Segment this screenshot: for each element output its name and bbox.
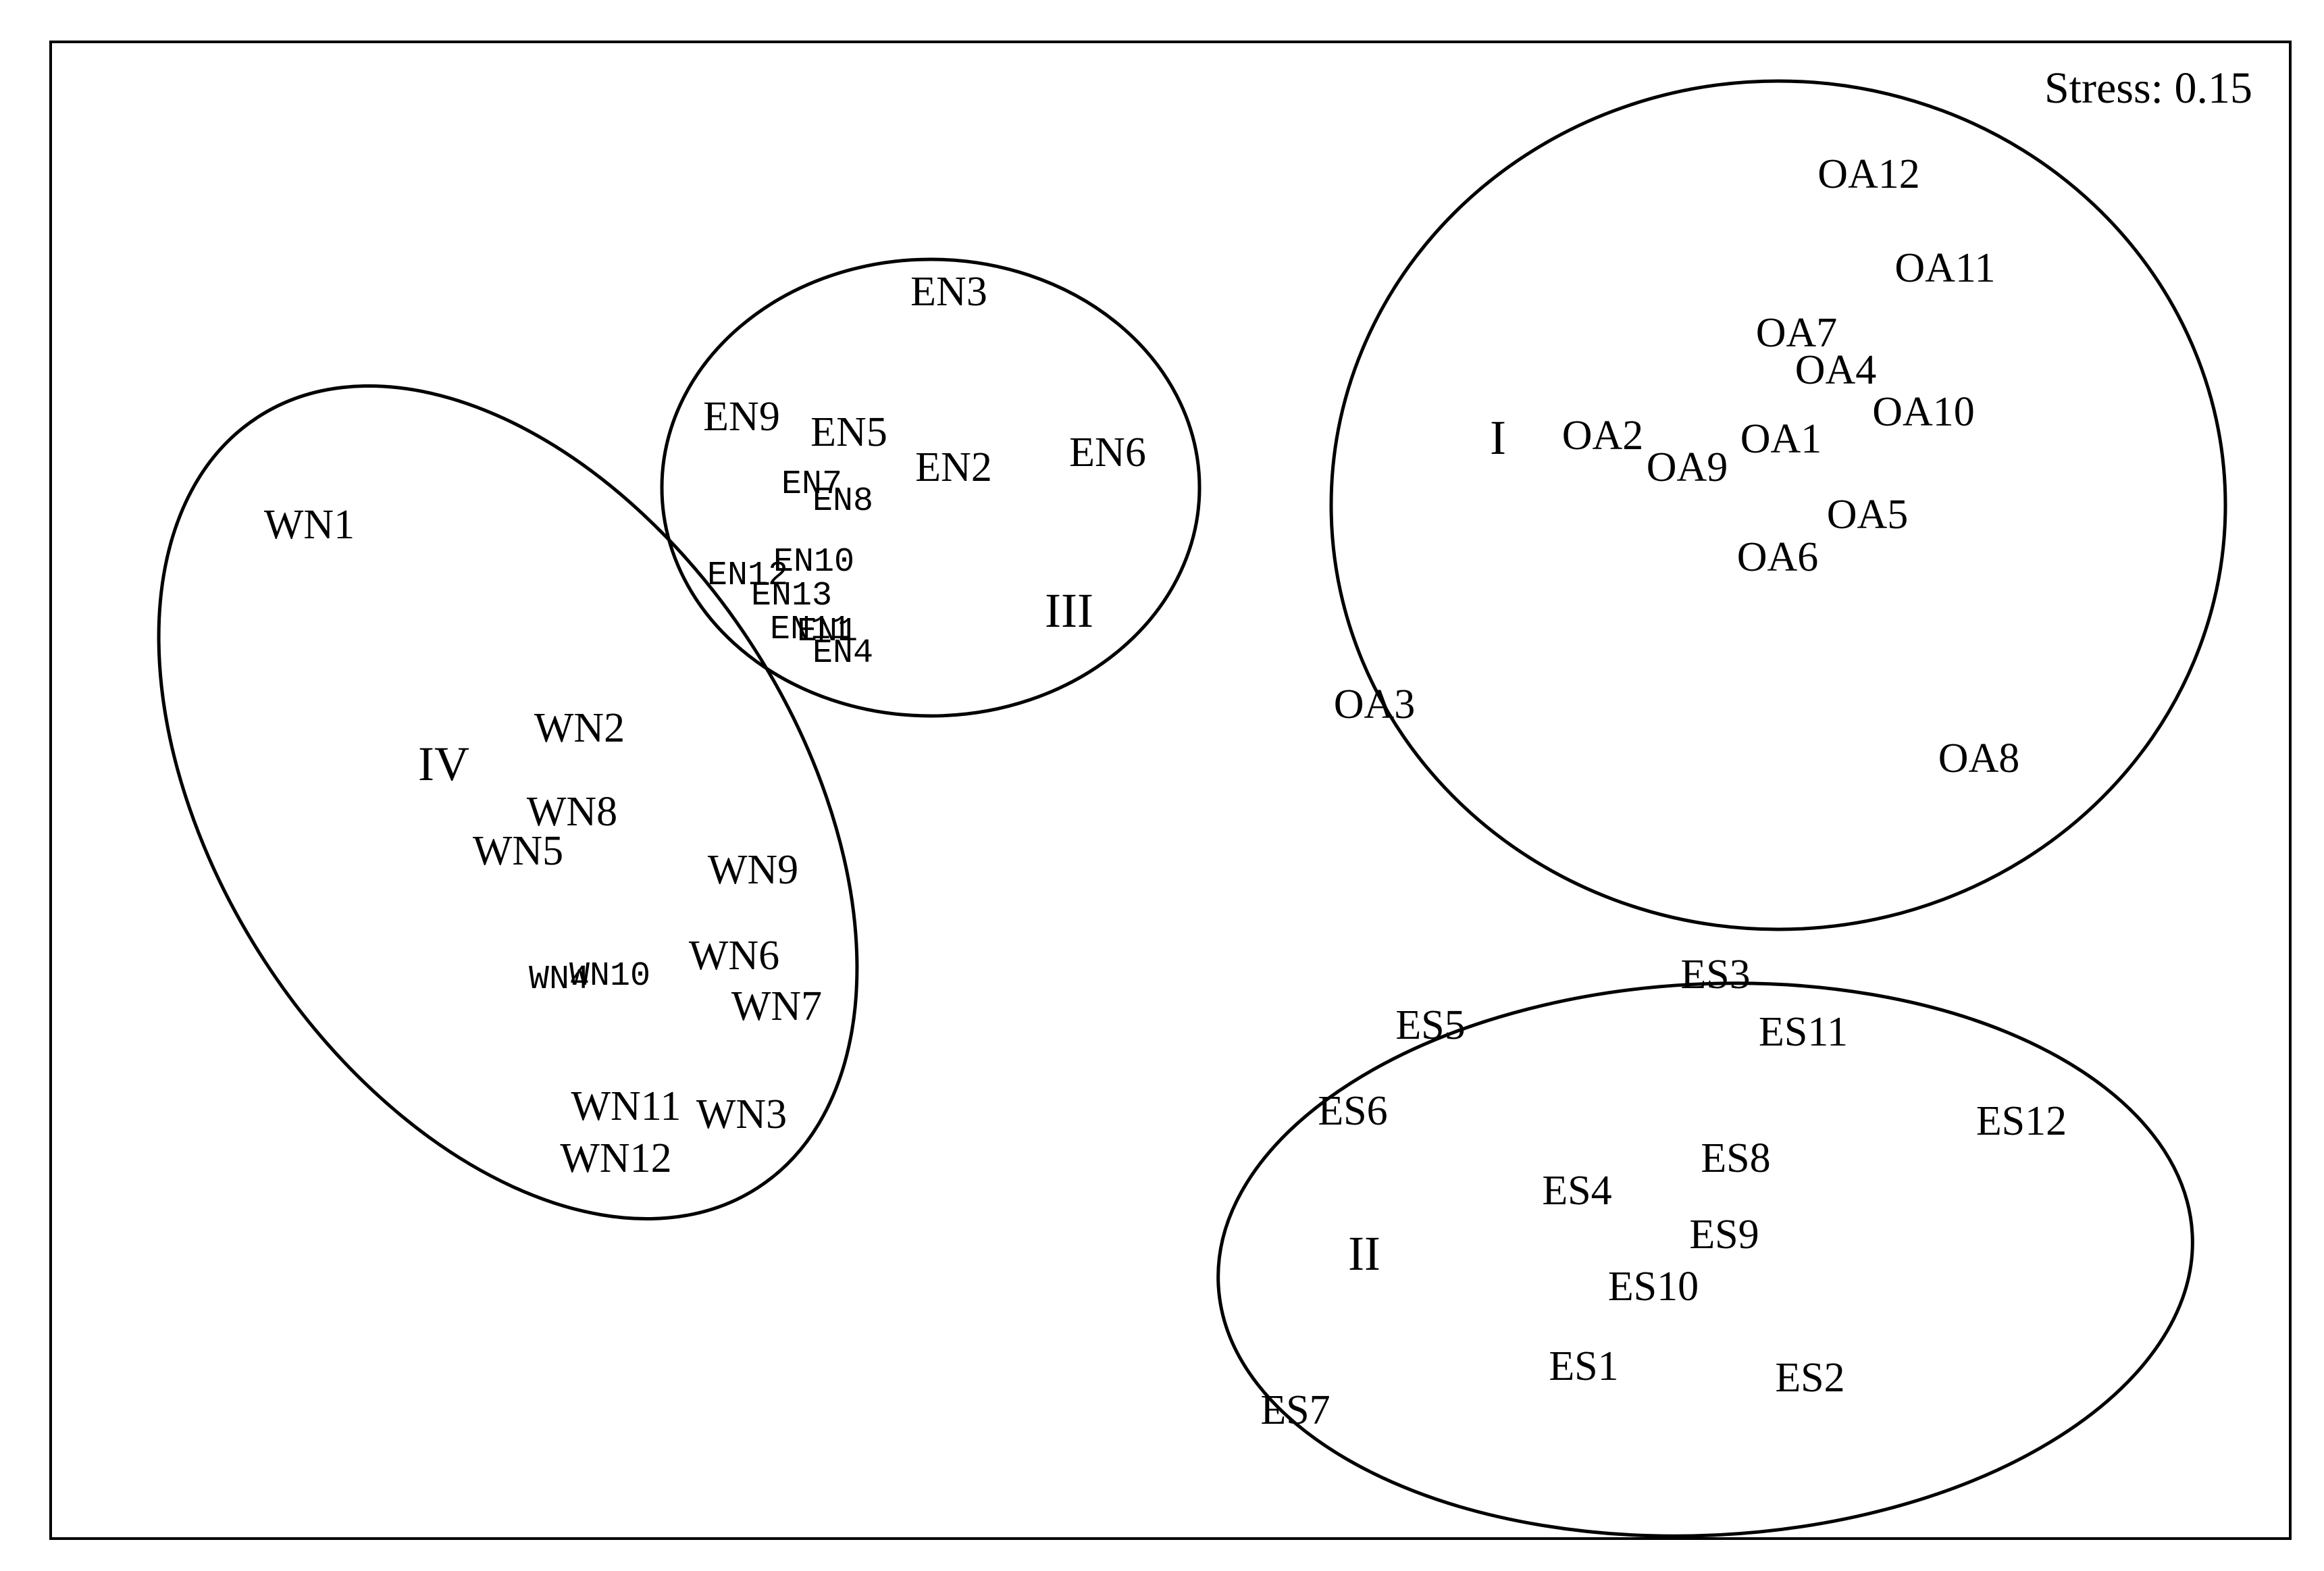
plot-frame xyxy=(49,41,2292,1540)
point-label-en2: EN2 xyxy=(915,444,992,490)
point-label-es7: ES7 xyxy=(1260,1387,1330,1433)
point-label-oa1: OA1 xyxy=(1740,416,1822,462)
point-label-en13: EN13 xyxy=(751,577,832,615)
group-label-iii: III xyxy=(1045,584,1093,638)
point-label-oa10: OA10 xyxy=(1872,389,1975,435)
point-label-oa8: OA8 xyxy=(1938,736,2020,781)
point-label-oa12: OA12 xyxy=(1817,151,1920,197)
point-label-en4: EN4 xyxy=(812,634,873,673)
point-label-en1: EN1 xyxy=(797,613,858,651)
point-label-en3: EN3 xyxy=(910,269,987,315)
point-label-oa6: OA6 xyxy=(1737,534,1819,580)
point-label-es5: ES5 xyxy=(1395,1002,1465,1048)
group-label-ii: II xyxy=(1348,1227,1380,1281)
point-label-wn5: WN5 xyxy=(473,828,563,874)
point-label-oa5: OA5 xyxy=(1827,492,1909,538)
point-label-en7: EN7 xyxy=(781,465,842,504)
point-label-en5: EN5 xyxy=(810,409,887,455)
point-label-wn9: WN9 xyxy=(708,847,798,893)
point-label-en9: EN9 xyxy=(703,394,780,440)
point-label-wn8: WN8 xyxy=(527,789,617,835)
point-label-wn4: WN4 xyxy=(529,960,590,999)
cluster-ellipse-i xyxy=(1329,79,2227,931)
point-label-en6: EN6 xyxy=(1069,430,1146,475)
point-label-oa2: OA2 xyxy=(1562,413,1644,459)
point-label-wn11: WN11 xyxy=(571,1083,681,1129)
point-label-es4: ES4 xyxy=(1542,1168,1611,1214)
point-label-oa11: OA11 xyxy=(1894,245,1995,291)
point-label-oa9: OA9 xyxy=(1647,444,1728,490)
point-label-es6: ES6 xyxy=(1318,1088,1387,1134)
point-label-es9: ES9 xyxy=(1689,1212,1759,1258)
point-label-wn1: WN1 xyxy=(264,502,355,548)
point-label-es2: ES2 xyxy=(1775,1355,1844,1401)
point-label-es12: ES12 xyxy=(1976,1098,2067,1144)
point-label-wn7: WN7 xyxy=(731,983,822,1029)
stress-value: Stress: 0.15 xyxy=(2044,63,2252,113)
point-label-en11: EN11 xyxy=(770,611,851,649)
point-label-wn12: WN12 xyxy=(560,1135,671,1181)
point-label-en8: EN8 xyxy=(812,482,873,521)
point-label-oa7: OA7 xyxy=(1756,310,1838,356)
point-label-oa3: OA3 xyxy=(1334,681,1416,727)
point-label-wn10: WN10 xyxy=(569,957,650,996)
point-label-es10: ES10 xyxy=(1608,1264,1699,1310)
point-label-es8: ES8 xyxy=(1701,1135,1770,1181)
point-label-en12: EN12 xyxy=(707,557,788,595)
point-label-wn3: WN3 xyxy=(696,1091,787,1137)
cluster-ellipse-ii xyxy=(1216,981,2194,1538)
point-label-en10: EN10 xyxy=(773,543,854,582)
point-label-es11: ES11 xyxy=(1759,1009,1848,1055)
point-label-wn6: WN6 xyxy=(689,933,779,979)
cluster-ellipse-iv xyxy=(157,384,859,1221)
point-label-es3: ES3 xyxy=(1680,952,1750,998)
point-label-es1: ES1 xyxy=(1549,1343,1618,1389)
group-label-iv: IV xyxy=(418,737,469,791)
point-label-oa4: OA4 xyxy=(1795,347,1877,393)
point-label-wn2: WN2 xyxy=(534,705,625,751)
cluster-ellipse-iii xyxy=(660,257,1202,718)
group-label-i: I xyxy=(1490,411,1506,465)
